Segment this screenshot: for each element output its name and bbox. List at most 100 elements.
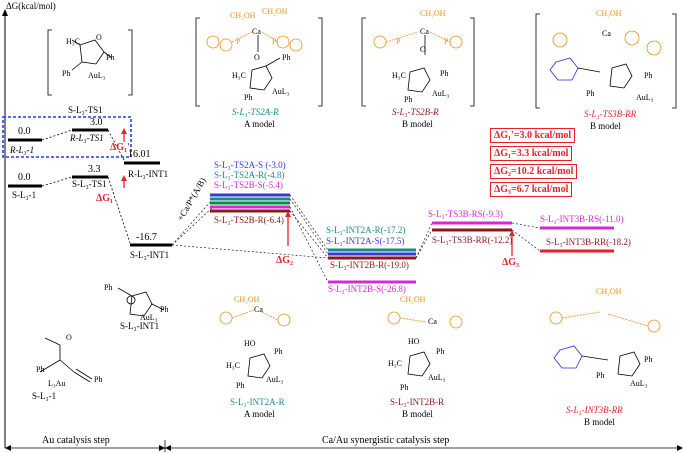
- atom-ph-ts1: Ph: [106, 53, 115, 62]
- structure-s-l3-1: [39, 337, 93, 383]
- label-s-l3-1: S-L₃-1: [12, 190, 37, 200]
- caption-ts2b-model: B model: [402, 119, 433, 129]
- atom-aul3-ts1: AuL₃: [88, 71, 106, 80]
- atom-ch2oh-ts3b: CH₂OH: [596, 9, 622, 18]
- atom-aul3-ts2b: AuL₃: [432, 89, 450, 98]
- r-pathway-box: [2, 116, 132, 158]
- atom-ho-int2a: HO: [244, 339, 256, 348]
- atom-l3au-l31: L₃Au: [48, 379, 66, 388]
- atom-ph-int3b-b: Ph: [644, 355, 653, 364]
- structure-ts2b-r: [361, 17, 475, 107]
- atom-ch2oh-ts2a-1: CH₂OH: [230, 11, 256, 20]
- caption-ts2b-r: S-L₃-TS2B-R: [392, 107, 439, 117]
- dg1-mark: ΔG₁: [96, 193, 114, 204]
- atom-ca-int2a: Ca: [254, 305, 263, 314]
- structure-int3b-rr: [549, 311, 661, 377]
- label-r-l3-ts1: R-L₃-TS1: [70, 133, 104, 143]
- dg2-mark: ΔG₂: [276, 255, 294, 266]
- structure-s-l3-ts1: [47, 29, 133, 96]
- atom-aul3-int1: AuL₃: [140, 313, 158, 322]
- value-r-l3-int1: 16.01: [128, 149, 151, 160]
- structure-int2a-r: [219, 309, 291, 379]
- dg3-mark: ΔG₃: [502, 257, 520, 268]
- structure-ts2a-r: [195, 17, 323, 107]
- atom-o-ts1: O: [96, 33, 102, 42]
- caption-int2b-r: S-L₃-INT2B-R: [390, 397, 445, 407]
- atom-h3c-ts2b: H₃C: [392, 71, 406, 80]
- atom-p-ts2b-2: P: [444, 37, 449, 46]
- value-s-l3-ts1: 3.3: [88, 164, 101, 175]
- atom-p-ts2a-2: P: [272, 37, 277, 46]
- caption-ts3b-rr: S-L₃-TS3B-RR: [584, 109, 637, 119]
- caption-ts2a-r: S-L₃-TS2A-R: [232, 107, 279, 117]
- atom-ph-ts2b-b: Ph: [404, 95, 413, 104]
- atom-ph-int2a-b: Ph: [236, 381, 245, 390]
- atom-aul3-ts3b: AuL₃: [636, 93, 654, 102]
- energy-box-dg3: ΔG₃=6.7 kcal/mol: [490, 182, 573, 197]
- label-int2a-r: S-L₃-INT2A-R(-17.2): [326, 225, 406, 235]
- label-int2b-s: S-L₃-INT2B-S(-26.8): [328, 284, 406, 294]
- atom-ph-int2b-b: Ph: [400, 383, 409, 392]
- structure-s-l3-int1: [117, 287, 165, 317]
- atom-aul3-int2b: AuL₃: [428, 373, 446, 382]
- atom-h3c-int2b: H₃C: [388, 359, 402, 368]
- atom-p-ts2a-1: P: [236, 37, 241, 46]
- atom-aul3-int2a: AuL₃: [266, 375, 284, 384]
- label-r-l3-1: R-L₃-1: [10, 145, 35, 155]
- label-ts3b-rs: S-L₃-TS3B-RS(-9.3): [428, 209, 503, 219]
- label-s-l3-ts1: S-L₃-TS1: [72, 179, 107, 189]
- caption-int2b-model: B model: [402, 409, 433, 419]
- caption-int3b-model: B model: [584, 417, 615, 427]
- atom-ph-int3b: Ph: [596, 371, 605, 380]
- structure-ts3b-rr: [535, 13, 677, 109]
- structure-int2b-r: [387, 311, 463, 377]
- atom-ph-int2a: Ph: [274, 347, 283, 356]
- atom-ph-l31-b: Ph: [94, 375, 103, 384]
- y-axis-arrowhead: [2, 9, 8, 16]
- atom-ph-int1: Ph: [104, 283, 113, 292]
- atom-h3c-ts2a: H₃C: [232, 71, 246, 80]
- label-ts2b-s: S-L₃-TS2B-S(-5.4): [214, 180, 283, 190]
- atom-ph-ts3b-b: Ph: [644, 71, 653, 80]
- atom-ph-ts2b: Ph: [440, 69, 449, 78]
- atom-ch2oh-int2b: CH₂OH: [400, 295, 426, 304]
- atom-ca-ts2b: Ca: [420, 27, 429, 36]
- energy-box-dg1: ΔG₁=3.3 kcal/mol: [490, 146, 573, 161]
- value-s-l3-int1: -16.7: [136, 232, 157, 243]
- atom-o-l31: O: [66, 333, 72, 342]
- label-ts2b-r: S-L₃-TS2B-R(-6.4): [214, 215, 284, 225]
- atom-ch2oh-int2a: CH₂OH: [234, 295, 260, 304]
- label-int2b-r: S-L₃-INT2B-R(-19.0): [330, 260, 409, 270]
- atom-ch2oh-ts2a-2: CH₂OH: [262, 7, 288, 16]
- value-r-l3-1: 0.0: [18, 126, 31, 137]
- y-axis-label: ΔG(kcal/mol): [6, 1, 56, 11]
- value-s-l3-1: 0.0: [18, 172, 31, 183]
- dg1-prime-mark: ΔG₁': [110, 142, 130, 153]
- atom-ph-int1-b: Ph: [160, 305, 169, 314]
- label-int2a-s: S-L₃-INT2A-S(-17.5): [326, 236, 405, 246]
- caption-int2a-r: S-L₃-INT2A-R: [230, 397, 285, 407]
- caption-bottom-s-l3-1: S-L₃-1: [32, 391, 57, 401]
- energy-box-dg1p: ΔG₁'=3.0 kcal/mol: [490, 128, 576, 143]
- atom-ca-ts2a: Ca: [252, 27, 261, 36]
- atom-ho-int2b: HO: [408, 337, 420, 346]
- atom-ph-ts1-b: Ph: [62, 69, 71, 78]
- atom-ph-ts2a: Ph: [282, 53, 291, 62]
- caption-ts3b-model: B model: [590, 121, 621, 131]
- caption-bottom-int1: S-L₃-INT1: [120, 321, 160, 331]
- atom-aul3-ts2a: AuL₃: [272, 87, 290, 96]
- atom-ph-ts3b: Ph: [586, 89, 595, 98]
- label-ts2a-r: S-L₃-TS2A-R(-4.8): [214, 170, 285, 180]
- energy-box-dg2: ΔG₂=10.2 kcal/mol: [490, 164, 578, 179]
- label-ts3b-rr: S-L₃-TS3B-RR(-12.2): [432, 235, 513, 245]
- caption-int2a-model: A model: [244, 409, 275, 419]
- label-ts2a-s: S-L₃-TS2A-S (-3.0): [214, 160, 286, 170]
- atom-aul3-int3b: AuL₃: [630, 379, 648, 388]
- atom-ph-ts2a-b: Ph: [244, 93, 253, 102]
- atom-o-ts2b: O: [420, 45, 426, 54]
- atom-ph-l31: Ph: [36, 365, 45, 374]
- label-int3b-rs: S-L₃-INT3B-RS(-11.0): [540, 214, 624, 224]
- label-s-l3-int1: S-L₃-INT1: [130, 250, 170, 260]
